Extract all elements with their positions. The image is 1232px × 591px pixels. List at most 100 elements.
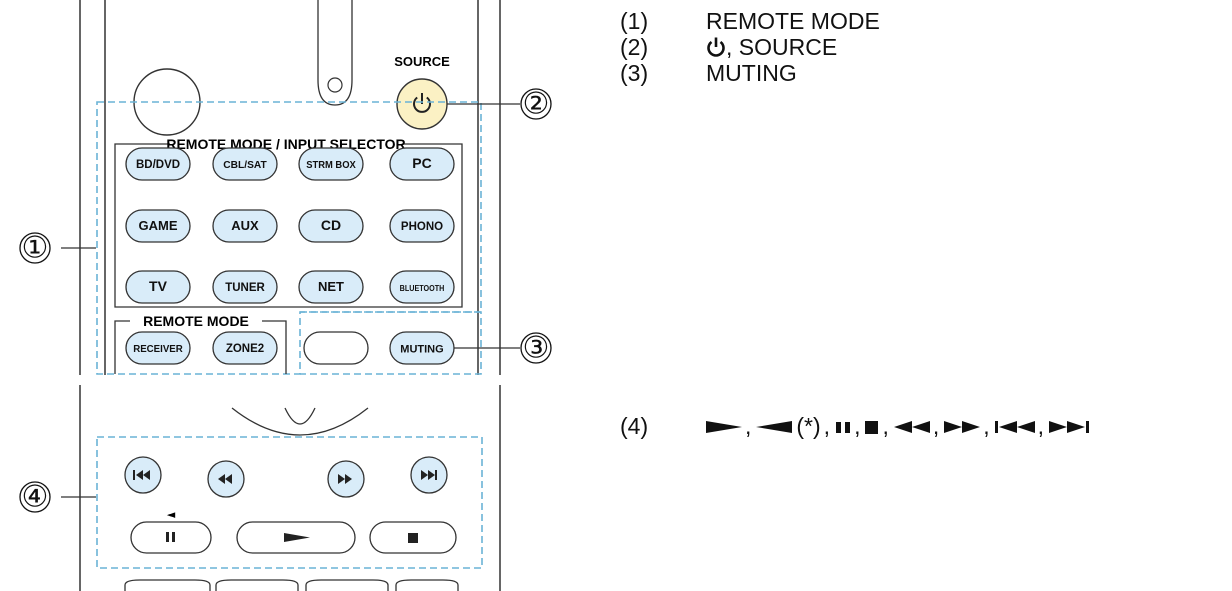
stop-icon (865, 420, 879, 434)
mode-button-receiver-label: RECEIVER (133, 344, 183, 355)
input-button-phono[interactable]: PHONO (389, 209, 455, 243)
play-button[interactable] (236, 521, 356, 554)
pause-icon (166, 532, 175, 542)
legend-number: (2) (620, 34, 649, 60)
input-button-bd-dvd-label: BD/DVD (136, 159, 180, 171)
input-button-tuner-label: TUNER (225, 282, 265, 294)
power-button[interactable] (396, 78, 448, 130)
svg-text:①: ① (22, 231, 49, 266)
input-button-net-label: NET (318, 279, 344, 294)
rewind-button[interactable] (207, 460, 245, 498)
input-button-cd[interactable]: CD (298, 209, 364, 243)
input-button-bd-dvd[interactable]: BD/DVD (125, 147, 191, 181)
legend-item-4: (4) , (*) , , , , , , (620, 413, 1090, 440)
partial-button (305, 579, 389, 591)
separator: , (882, 413, 889, 439)
input-button-game[interactable]: GAME (125, 209, 191, 243)
legend: (1) REMOTE MODE (2) , SOURCE (3) MUTING (620, 8, 880, 86)
legend-text: REMOTE MODE (706, 8, 880, 34)
input-button-cd-label: CD (321, 217, 341, 233)
partial-button (215, 579, 299, 591)
legend-item-3: (3) MUTING (620, 60, 880, 86)
mode-button-zone2[interactable]: ZONE2 (212, 331, 278, 365)
input-button-cbl-sat[interactable]: CBL/SAT (212, 147, 278, 181)
input-button-game-label: GAME (139, 218, 178, 233)
input-button-bluetooth-label: BLUETOOTH (400, 284, 445, 293)
partial-button (124, 579, 211, 591)
separator: , (983, 413, 990, 439)
svg-text:④: ④ (22, 480, 49, 515)
stop-icon (408, 533, 418, 543)
dial-arc (231, 407, 369, 436)
callout-3: ③ (520, 331, 552, 366)
mode-button-receiver[interactable]: RECEIVER (125, 331, 191, 365)
separator: , (745, 413, 752, 439)
legend-item-2: (2) , SOURCE (620, 34, 880, 60)
skip-forward-icon (1049, 420, 1090, 433)
legend-number: (4) (620, 413, 649, 439)
muting-outline (300, 311, 482, 375)
fast-forward-button[interactable] (327, 460, 365, 498)
legend-number: (1) (620, 8, 649, 34)
asterisk-note: (*) (796, 413, 821, 439)
svg-text:③: ③ (523, 331, 550, 366)
remote-control-diagram: SOURCE REMOTE MODE / INPUT SELECTOR REMO… (19, 0, 552, 591)
playback-outline (96, 436, 483, 569)
input-button-strm-box[interactable]: STRM BOX (298, 147, 364, 181)
callout-1: ① (19, 231, 51, 266)
reverse-play-icon (756, 420, 793, 433)
partial-button (395, 579, 459, 591)
input-button-net[interactable]: NET (298, 270, 364, 304)
blank-button[interactable] (303, 331, 369, 365)
pause-button[interactable] (130, 521, 212, 554)
skip-forward-icon (421, 470, 437, 480)
input-button-aux[interactable]: AUX (212, 209, 278, 243)
input-selector-group-label: REMOTE MODE / INPUT SELECTOR (166, 136, 405, 152)
fast-forward-icon (338, 474, 352, 484)
svg-text:②: ② (523, 87, 550, 122)
remote-mode-group-box (114, 320, 287, 374)
ir-window (317, 0, 353, 106)
legend-text: MUTING (706, 60, 797, 86)
input-button-pc[interactable]: PC (389, 147, 455, 181)
remote-top-panel: SOURCE REMOTE MODE / INPUT SELECTOR REMO… (79, 0, 501, 375)
skip-back-icon (994, 420, 1035, 433)
input-selector-group-box (114, 143, 463, 308)
input-button-bluetooth[interactable]: BLUETOOTH (389, 270, 455, 304)
legend-number: (3) (620, 60, 649, 86)
source-label: SOURCE (394, 54, 450, 69)
separator: , (823, 413, 831, 439)
legend-text: , SOURCE (726, 34, 838, 60)
rewind-icon (218, 474, 232, 484)
fast-forward-icon (944, 420, 981, 433)
play-icon (284, 533, 310, 542)
remote-mode-group-label: REMOTE MODE (143, 313, 249, 329)
play-icon (706, 420, 742, 433)
input-button-tuner[interactable]: TUNER (212, 270, 278, 304)
stop-button[interactable] (369, 521, 457, 554)
legend-item-1: (1) REMOTE MODE (620, 8, 880, 34)
callout-2: ② (520, 87, 552, 122)
pause-icon (836, 421, 851, 433)
input-button-phono-label: PHONO (401, 221, 443, 233)
callout-4: ④ (19, 480, 51, 515)
muting-button-label: MUTING (400, 344, 443, 356)
input-button-cbl-sat-label: CBL/SAT (223, 160, 266, 171)
input-button-strm-box-label: STRM BOX (306, 160, 356, 171)
input-button-tv-label: TV (149, 278, 168, 294)
separator: , (932, 413, 940, 439)
skip-back-button[interactable] (124, 456, 162, 494)
indicator-light (327, 77, 343, 93)
input-button-tv[interactable]: TV (125, 270, 191, 304)
input-button-aux-label: AUX (231, 218, 259, 233)
separator: , (1037, 413, 1045, 439)
power-icon (707, 37, 725, 57)
muting-button[interactable]: MUTING (389, 331, 455, 365)
separator: , (854, 413, 861, 439)
rewind-icon (893, 420, 930, 433)
mode-button-zone2-label: ZONE2 (226, 343, 264, 355)
skip-forward-button[interactable] (410, 456, 448, 494)
pause-reverse-mark: ◄ (167, 508, 176, 521)
remote-bottom-panel: ◄ (79, 385, 501, 591)
input-button-pc-label: PC (412, 155, 431, 171)
